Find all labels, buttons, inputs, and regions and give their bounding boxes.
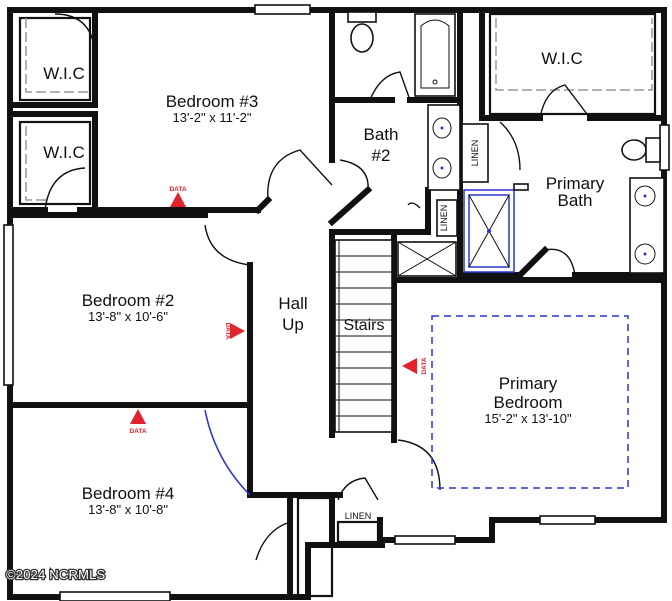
room-label-bath-2-line1: Bath xyxy=(364,125,399,144)
tray-ceiling-outline xyxy=(431,315,629,489)
room-dims-bedroom-3: 13'-2" x 11'-2" xyxy=(173,110,252,125)
toilet-icon xyxy=(621,137,661,163)
svg-text:DATA: DATA xyxy=(169,186,186,193)
room-label-wic-2: W.I.C xyxy=(43,143,85,162)
room-label-hall-line2: Up xyxy=(282,315,304,334)
room-label-hall-line1: Hall xyxy=(278,294,307,313)
toilet-icon xyxy=(347,11,377,53)
stair-treads xyxy=(334,239,393,433)
interior-lines xyxy=(18,12,657,598)
copyright-watermark: ©2024 NCRMLS xyxy=(6,567,106,582)
svg-text:DATA: DATA xyxy=(421,357,428,374)
data-marker: DATA xyxy=(224,322,245,340)
room-dims-primary-bedroom: 15'-2" x 13'-10" xyxy=(484,411,572,426)
linen-label-bath-2: LINEN xyxy=(439,205,449,232)
linen-label-primary-bath: LINEN xyxy=(470,140,480,167)
fixtures xyxy=(334,11,665,489)
room-label-primary-bedroom-line1: Primary xyxy=(499,374,558,393)
room-label-primary-bedroom-line2: Bedroom xyxy=(494,393,563,412)
room-label-bedroom-4: Bedroom #4 xyxy=(82,484,175,503)
doors xyxy=(44,13,591,597)
bathtub-icon xyxy=(414,13,456,97)
svg-text:DATA: DATA xyxy=(224,322,231,339)
room-label-bath-2-line2: #2 xyxy=(372,146,391,165)
room-label-bedroom-3: Bedroom #3 xyxy=(166,92,259,111)
room-dims-bedroom-2: 13'-8" x 10'-6" xyxy=(88,309,168,324)
room-label-stairs: Stairs xyxy=(344,317,385,334)
room-label-primary-bath-line2: Bath xyxy=(558,191,593,210)
linen-label-hall: LINEN xyxy=(345,511,372,521)
data-marker: DATA xyxy=(129,409,147,435)
room-labels: W.I.C W.I.C W.I.C Bedroom #3 13'-2" x 11… xyxy=(43,49,605,521)
room-label-primary-bath-line1: Primary xyxy=(546,174,605,193)
vanity-icon xyxy=(427,104,461,191)
room-label-wic-primary: W.I.C xyxy=(541,49,583,68)
windows xyxy=(3,4,670,601)
data-markers: DATA DATA DATA DATA xyxy=(129,186,428,435)
room-dims-bedroom-4: 13'-8" x 10'-8" xyxy=(88,502,168,517)
room-label-wic-1: W.I.C xyxy=(43,64,85,83)
svg-text:DATA: DATA xyxy=(129,428,146,435)
data-marker: DATA xyxy=(169,186,187,207)
mechanical-box-icon xyxy=(397,241,457,277)
room-label-bedroom-2: Bedroom #2 xyxy=(82,291,175,310)
shower-icon xyxy=(463,189,515,273)
data-marker: DATA xyxy=(402,357,428,375)
vanity-icon xyxy=(629,177,665,274)
